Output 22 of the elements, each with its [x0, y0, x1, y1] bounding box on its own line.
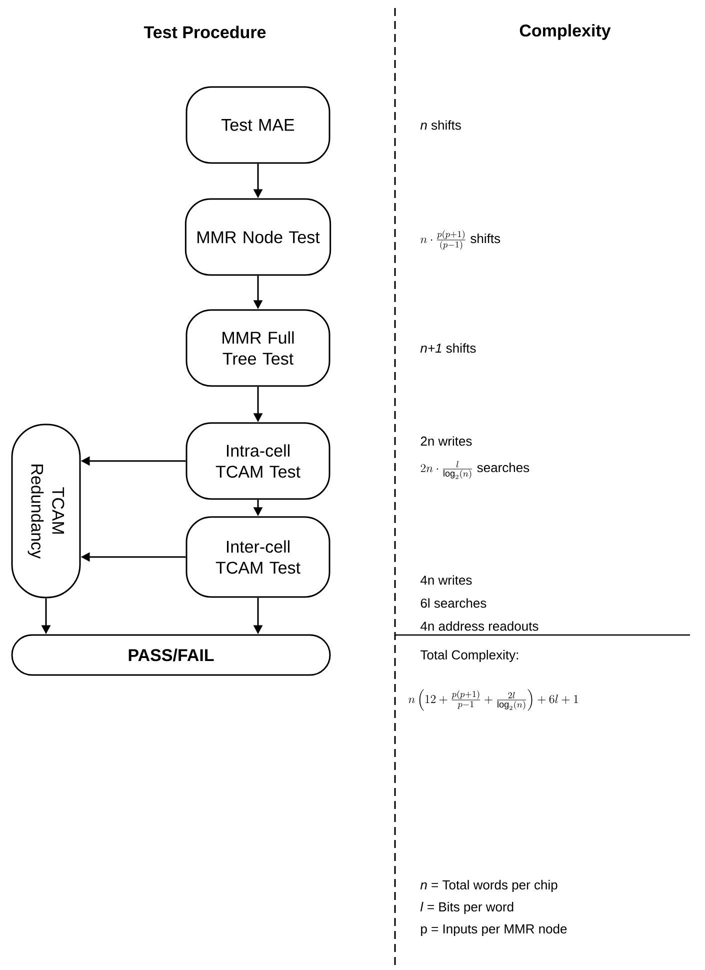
process-box: TCAM Redundancy [11, 424, 81, 598]
complexity-note: n+1 shifts [420, 343, 476, 353]
complexity-formula: $n\cdot\frac{p(p+1)}{(p-1)}\ \mathrm{shifts}$ [420, 230, 500, 250]
complexity-note: 6l searches [420, 598, 486, 608]
complexity-note: p = Inputs per MMR node [421, 924, 567, 936]
process-box: MMR Full Tree Test [186, 309, 330, 387]
complexity-formula: $n\left(12+\frac{p(p+1)}{p-1}+\frac{2l}{\log_2(n)}\right)+6l+1$ [408, 689, 578, 711]
complexity-note: 2n writes [420, 436, 472, 446]
terminal-box: PASS/FAIL [11, 634, 331, 676]
process-box: Inter-cell TCAM Test [186, 516, 330, 598]
column-heading: Test Procedure [144, 26, 266, 38]
complexity-formula: $2n\cdot\frac{l}{\log_2(n)}\ \mathrm{searches}$ [420, 461, 530, 479]
complexity-note: 4n writes [420, 575, 472, 585]
complexity-note: n shifts [420, 120, 461, 130]
process-box: Test MAE [186, 86, 330, 164]
complexity-note: l = Bits per word [420, 902, 514, 914]
column-heading: Complexity [520, 24, 611, 40]
complexity-note: n = Total words per chip [420, 880, 558, 892]
process-box: MMR Node Test [184, 198, 332, 276]
process-box: Intra-cell TCAM Test [186, 422, 330, 500]
complexity-note: Total Complexity: [420, 650, 518, 662]
complexity-note: 4n address readouts [420, 621, 538, 631]
